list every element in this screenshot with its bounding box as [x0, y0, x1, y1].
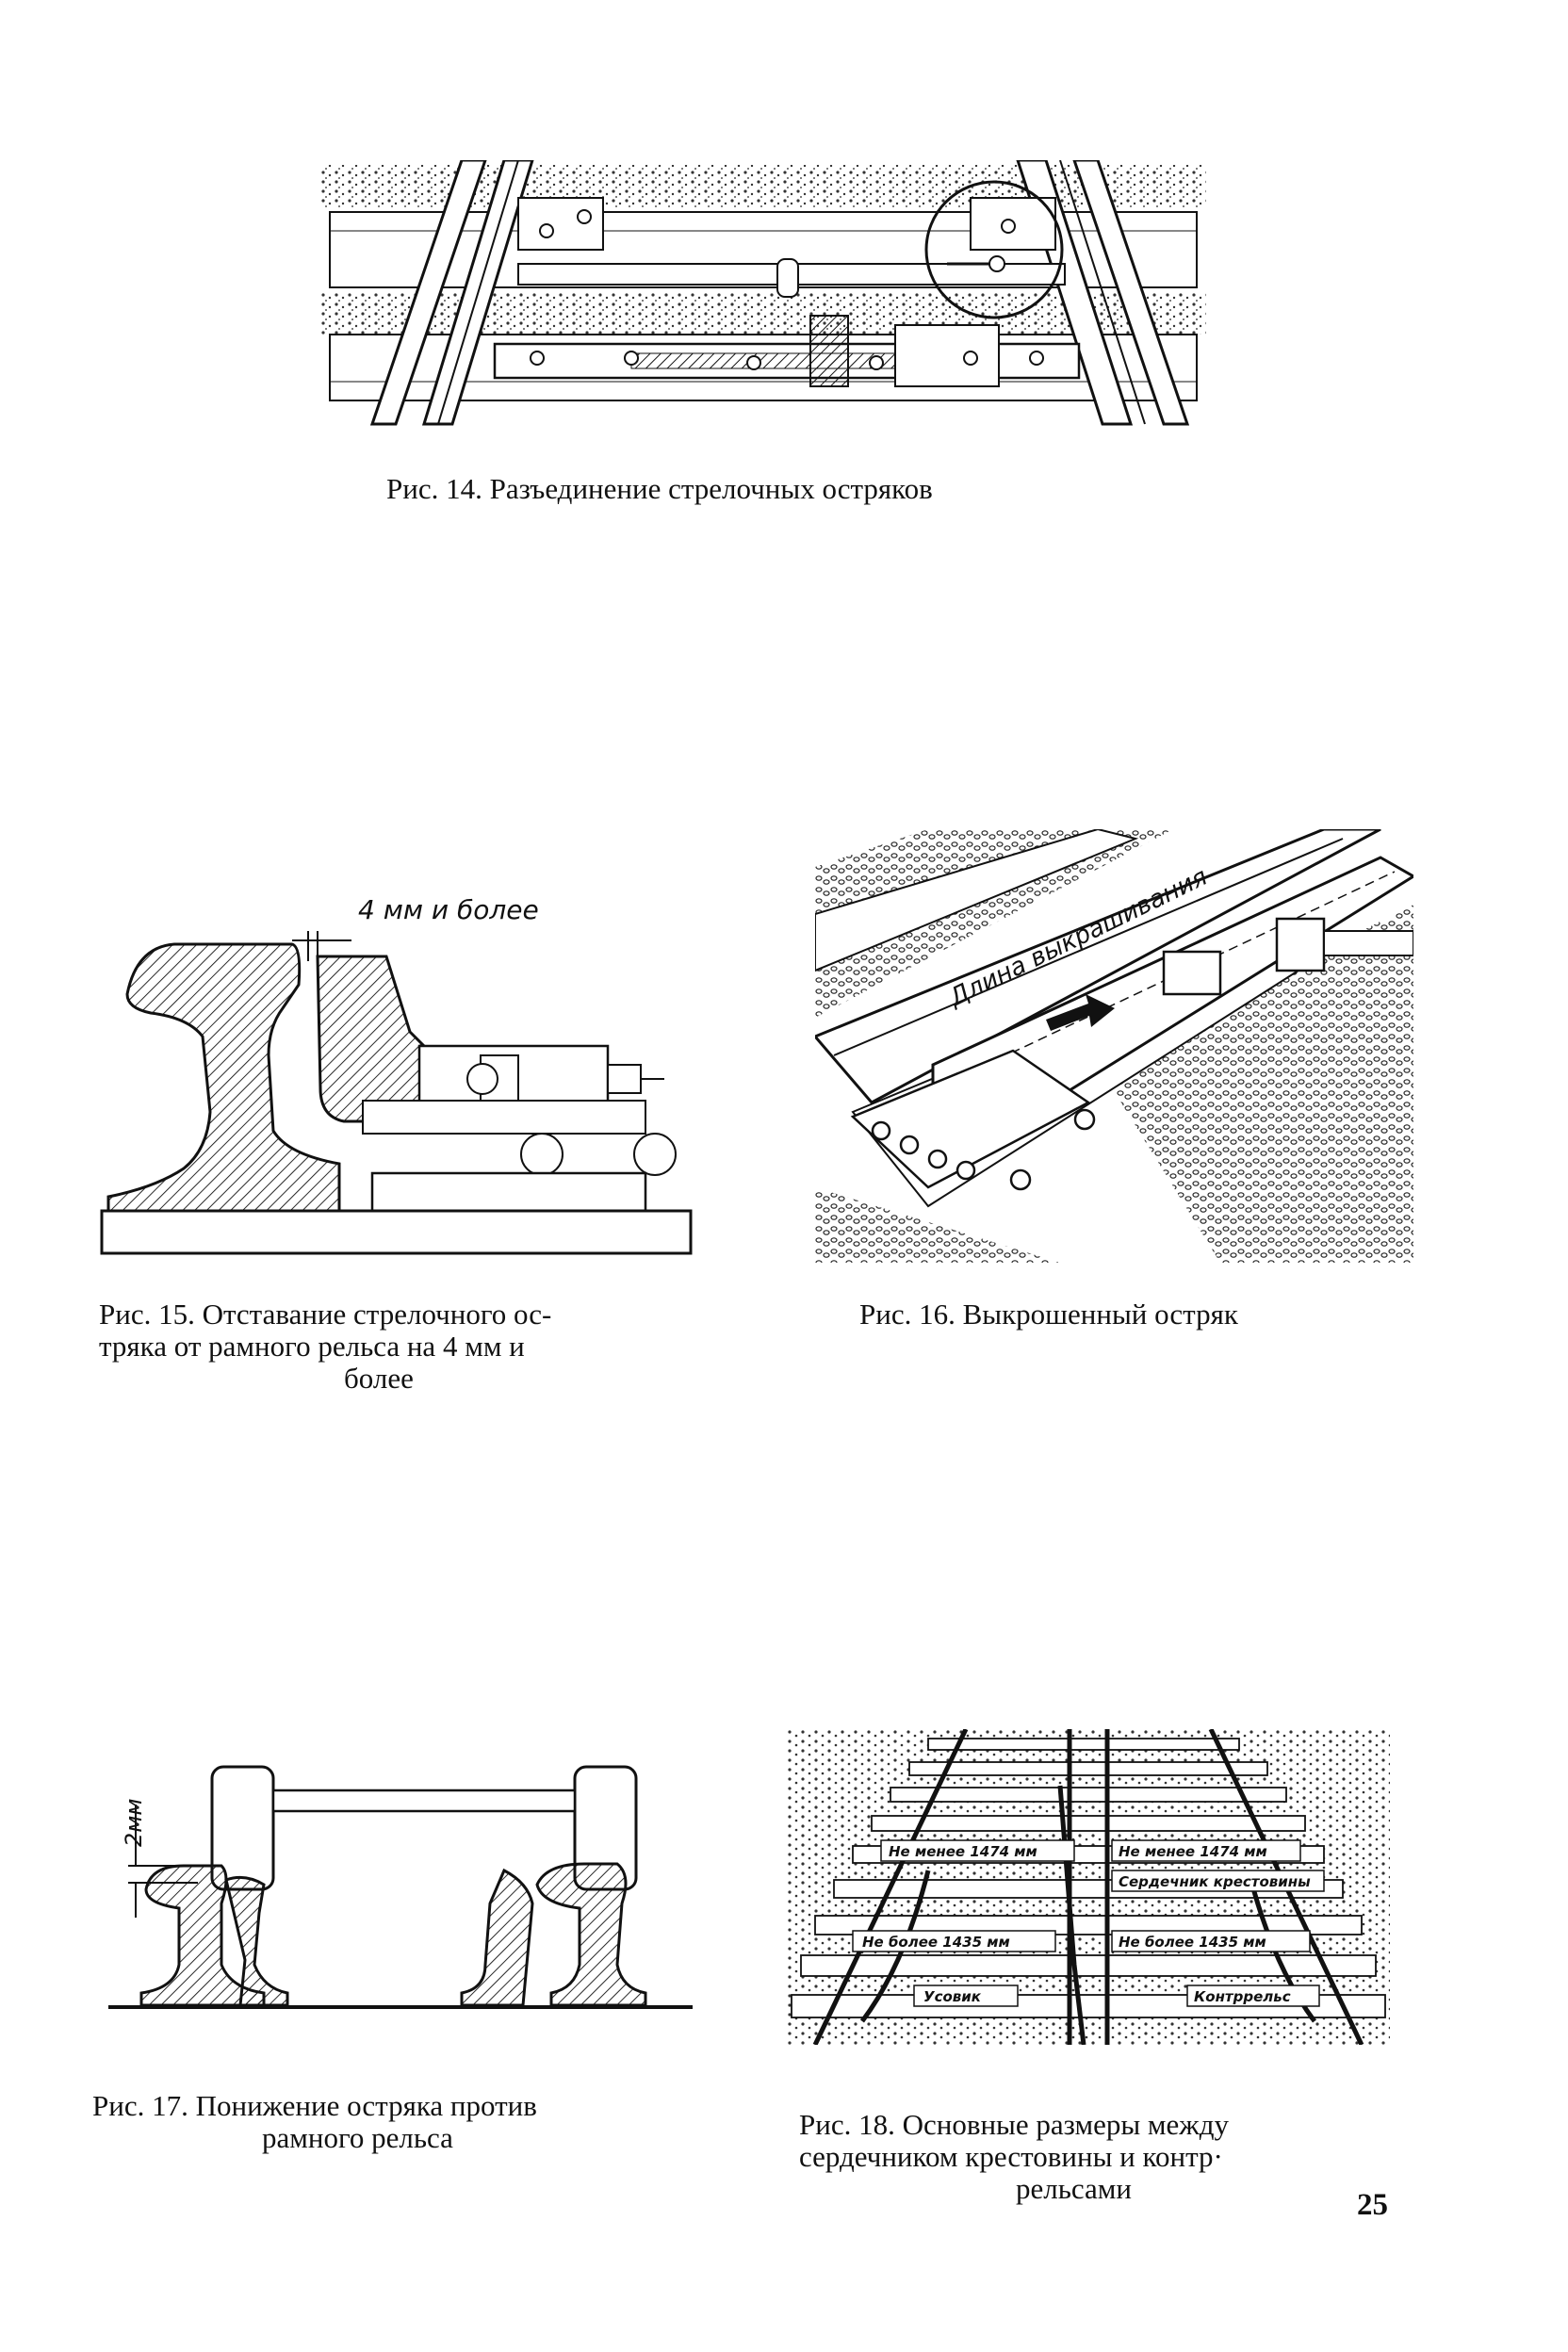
caption-line: Рис. 14. Разъединение стрелочных остряко…	[386, 472, 933, 505]
figure-18-caption: Рис. 18. Основные размеры между сердечни…	[799, 2109, 1402, 2205]
min-gap-left-label: Не менее 1474 мм	[889, 1843, 1037, 1860]
caption-line: тряка от рамного рельса на 4 мм и	[99, 1330, 525, 1363]
caption-line: Рис. 17. Понижение остряка против	[92, 2089, 537, 2122]
figure-17-caption: Рис. 17. Понижение остряка против рамног…	[92, 2090, 537, 2154]
max-gap-left-label: Не более 1435 мм	[862, 1934, 1010, 1951]
caption-line: Рис. 16. Выкрошенный остряк	[859, 1298, 1238, 1331]
page-number: 25	[1357, 2188, 1388, 2222]
figure-18-illustration: Не менее 1474 мм Не менее 1474 мм Сердеч…	[787, 1729, 1390, 2045]
figure-15-caption: Рис. 15. Отставание стрелочного ос- тряк…	[99, 1298, 702, 1395]
figure-15-illustration: 4 мм и более	[99, 886, 693, 1258]
caption-line: сердечником крестовины и контр·	[799, 2140, 1223, 2173]
caption-line: Рис. 18. Основные размеры между	[799, 2108, 1229, 2141]
height-dimension-label: 2мм	[121, 1799, 147, 1847]
figure-16-illustration: Длина выкрашивания	[815, 829, 1413, 1263]
figure-17-illustration: 2мм	[104, 1762, 697, 2031]
gap-dimension-label: 4 мм и более	[358, 894, 539, 925]
min-gap-right-label: Не менее 1474 мм	[1119, 1843, 1267, 1860]
caption-line: рамного рельса	[262, 2121, 453, 2154]
figure-14-caption: Рис. 14. Разъединение стрелочных остряко…	[386, 473, 933, 505]
figure-16-caption: Рис. 16. Выкрошенный остряк	[859, 1298, 1238, 1331]
caption-line: Рис. 15. Отставание стрелочного ос-	[99, 1298, 552, 1331]
frog-core-label: Сердечник крестовины	[1119, 1873, 1311, 1890]
wing-rail-label: Усовик	[923, 1988, 982, 2005]
caption-line: более	[344, 1362, 414, 1395]
max-gap-right-label: Не более 1435 мм	[1119, 1934, 1266, 1951]
guard-rail-label: Контррельс	[1194, 1988, 1291, 2005]
figure-14-illustration	[320, 160, 1206, 429]
caption-line: рельсами	[1016, 2172, 1132, 2205]
